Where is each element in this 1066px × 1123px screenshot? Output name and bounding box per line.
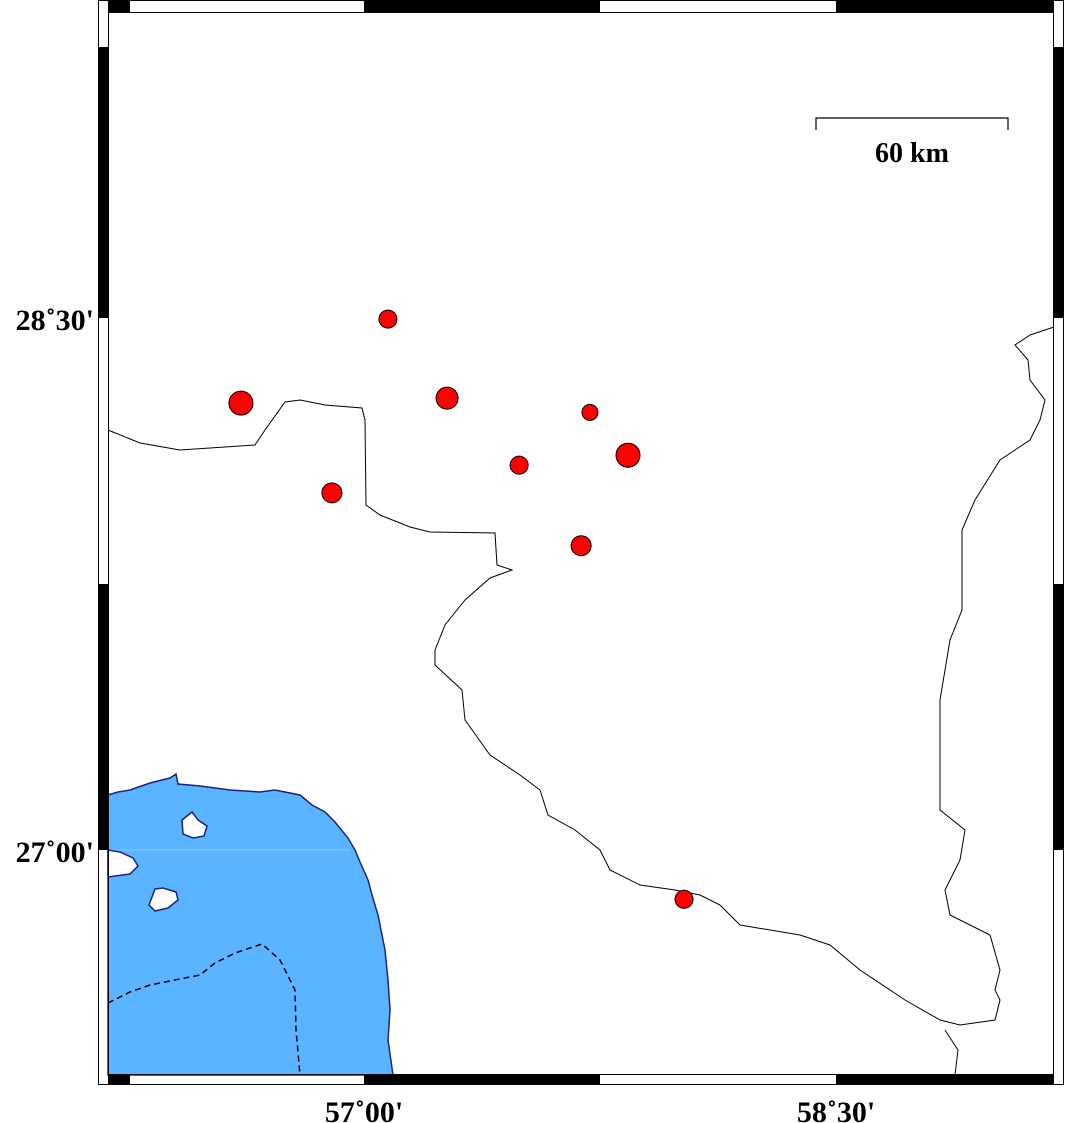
event-markers <box>228 309 694 909</box>
province-border <box>944 1029 959 1076</box>
scale-bar-label: 60 km <box>875 138 949 169</box>
scale-bar: 60 km <box>815 117 1009 169</box>
event-marker <box>435 386 459 410</box>
event-marker <box>674 889 694 909</box>
sea <box>107 772 394 1076</box>
depth-contour <box>107 943 301 1076</box>
map-frame <box>98 0 1064 1085</box>
event-marker <box>615 442 641 468</box>
event-marker <box>581 403 599 421</box>
event-marker <box>228 390 254 416</box>
y-tick-label: 27˚00' <box>16 836 94 869</box>
x-tick-label: 58˚30' <box>797 1096 875 1123</box>
event-marker <box>509 455 529 475</box>
y-tick-label: 28˚30' <box>16 304 94 337</box>
event-marker <box>321 482 343 504</box>
island <box>107 849 139 878</box>
island <box>148 887 179 912</box>
event-marker <box>378 309 398 329</box>
x-tick-label: 57˚00' <box>325 1096 403 1123</box>
event-marker <box>570 535 592 557</box>
island <box>181 810 208 839</box>
